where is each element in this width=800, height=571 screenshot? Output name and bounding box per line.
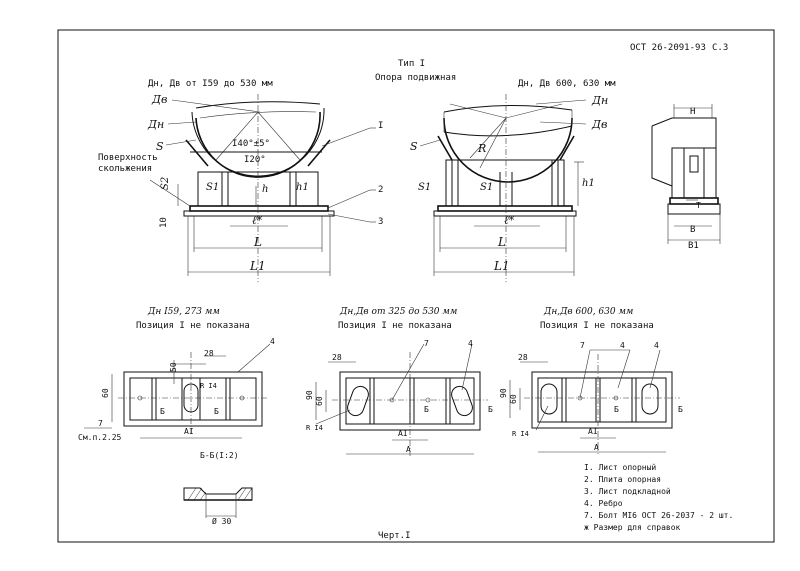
legend-item: 3. Лист подкладной bbox=[584, 487, 671, 496]
plan2-note: Позиция I не показана bbox=[338, 321, 452, 331]
left-label-s: S bbox=[156, 140, 164, 153]
section-bb bbox=[183, 487, 253, 518]
mid-label-s: S bbox=[410, 140, 418, 153]
surface-label-2: скольжения bbox=[98, 164, 152, 174]
legend-item: ж Размер для справок bbox=[584, 523, 681, 532]
plan3-callout-7: 7 bbox=[580, 341, 585, 350]
plan2-dim-a: A bbox=[406, 445, 411, 454]
plan3-dim-a1: AI bbox=[588, 427, 598, 436]
side-label-b1: B1 bbox=[688, 241, 699, 251]
plan3-callout-4b: 4 bbox=[654, 341, 659, 350]
left-elevation bbox=[149, 94, 371, 282]
plan2-dim-28: 28 bbox=[332, 353, 342, 362]
mid-label-h1: h1 bbox=[582, 178, 595, 189]
plan3-dim-90: 90 bbox=[499, 388, 508, 398]
plan1-r14: R I4 bbox=[200, 382, 217, 390]
plan3-dim-28: 28 bbox=[518, 353, 528, 362]
legend-item: I. Лист опорный bbox=[584, 463, 656, 472]
side-label-t: T bbox=[696, 201, 701, 210]
left-label-s1: S1 bbox=[206, 182, 219, 193]
mid-label-l: ℓ* bbox=[504, 214, 515, 227]
left-label-L1: L1 bbox=[249, 259, 266, 273]
plan3-note: Позиция I не показана bbox=[540, 321, 654, 331]
mid-label-dv: Дв bbox=[591, 118, 607, 131]
plan2-dim-60: 60 bbox=[315, 396, 324, 406]
plan2-section-b2: Б bbox=[488, 405, 493, 414]
plan1-callout-4: 4 bbox=[270, 337, 275, 346]
plan3-r14: R I4 bbox=[512, 430, 529, 438]
callout-3: 3 bbox=[378, 217, 383, 227]
mid-view-title: Дн, Дв 600, 630 мм bbox=[518, 79, 616, 89]
callout-1: I bbox=[378, 121, 383, 131]
left-angle-outer: I40°±5° bbox=[232, 139, 270, 149]
legend-item: 4. Ребро bbox=[584, 498, 623, 508]
plan1-ref-7: 7 bbox=[98, 419, 103, 428]
plan3-section-b1: Б bbox=[614, 405, 619, 414]
left-label-h1: h1 bbox=[296, 182, 309, 193]
page-number: С.3 bbox=[712, 43, 728, 53]
subtitle: Опора подвижная bbox=[375, 73, 456, 83]
callout-2: 2 bbox=[378, 185, 383, 195]
plan3-drawing bbox=[509, 349, 680, 454]
plan1-drawing bbox=[84, 343, 271, 439]
plan2-title: Дн,Дв от 325 до 530 мм bbox=[339, 307, 457, 317]
plan1-dim-a1: AI bbox=[184, 427, 194, 436]
plan1-section-b2: Б bbox=[214, 407, 219, 416]
sheet-frame bbox=[57, 29, 775, 543]
plan1-dim-28: 28 bbox=[204, 349, 214, 358]
legend-item: 2. Плита опорная bbox=[584, 475, 661, 484]
plan1-section-title: Б-Б(I:2) bbox=[200, 451, 239, 460]
surface-label-1: Поверхность bbox=[98, 153, 158, 163]
plan2-r14: R I4 bbox=[306, 424, 323, 432]
plan2-callout-7: 7 bbox=[424, 339, 429, 348]
plan1-dim-50: 50 bbox=[169, 362, 178, 372]
plan3-dim-60: 60 bbox=[509, 394, 518, 404]
mid-label-dn: Дн bbox=[591, 94, 608, 107]
plan3-dim-a: A bbox=[594, 443, 599, 452]
legend-item: 7. Болт МI6 ОСТ 26-2037 - 2 шт. bbox=[584, 511, 733, 520]
drawing-number: Черт.I bbox=[378, 531, 411, 541]
plan3-title: Дн,Дв 600, 630 мм bbox=[543, 307, 633, 317]
mid-label-s1b: S1 bbox=[480, 182, 493, 193]
plan1-dim-60: 60 bbox=[101, 388, 110, 398]
doc-code: ОСТ 26-2091-93 bbox=[630, 43, 706, 53]
left-label-dv: Дв bbox=[151, 93, 167, 106]
plan3-section-b2: Б bbox=[678, 405, 683, 414]
plan1-see: См.п.2.25 bbox=[78, 433, 122, 442]
plan1-title: Дн I59, 273 мм bbox=[147, 307, 220, 317]
left-view-title: Дн, Дв от I59 до 530 мм bbox=[148, 79, 273, 89]
side-label-h: H bbox=[690, 107, 695, 117]
plan2-dim-a1: AI bbox=[398, 429, 408, 438]
left-label-h: h bbox=[262, 184, 268, 195]
mid-label-L: L bbox=[497, 235, 506, 249]
side-view bbox=[651, 104, 721, 244]
mid-elevation bbox=[419, 94, 587, 282]
legend: I. Лист опорный 2. Плита опорная 3. Лист… bbox=[584, 463, 733, 532]
left-label-s2: S2 bbox=[160, 177, 171, 190]
plan2-section-b1: Б bbox=[424, 405, 429, 414]
plan1-note: Позиция I не показана bbox=[136, 321, 250, 331]
type-label: Тип I bbox=[398, 59, 425, 69]
mid-label-r: R bbox=[477, 142, 486, 155]
plan3-callout-4a: 4 bbox=[620, 341, 625, 350]
plan1-section-b1: Б bbox=[160, 407, 165, 416]
plan2-dim-90: 90 bbox=[305, 390, 314, 400]
mid-label-s1a: S1 bbox=[418, 182, 431, 193]
section-diameter: Ø 30 bbox=[212, 516, 231, 526]
left-label-l: ℓ* bbox=[252, 214, 263, 227]
left-label-10: 10 bbox=[159, 217, 169, 228]
left-label-L: L bbox=[253, 235, 262, 249]
left-angle-inner: I20° bbox=[244, 155, 266, 165]
mid-label-L1: L1 bbox=[493, 259, 510, 273]
plan2-callout-4: 4 bbox=[468, 339, 473, 348]
left-label-dn: Дн bbox=[147, 118, 164, 131]
side-label-b: B bbox=[690, 225, 695, 235]
plan2-drawing bbox=[315, 343, 488, 456]
